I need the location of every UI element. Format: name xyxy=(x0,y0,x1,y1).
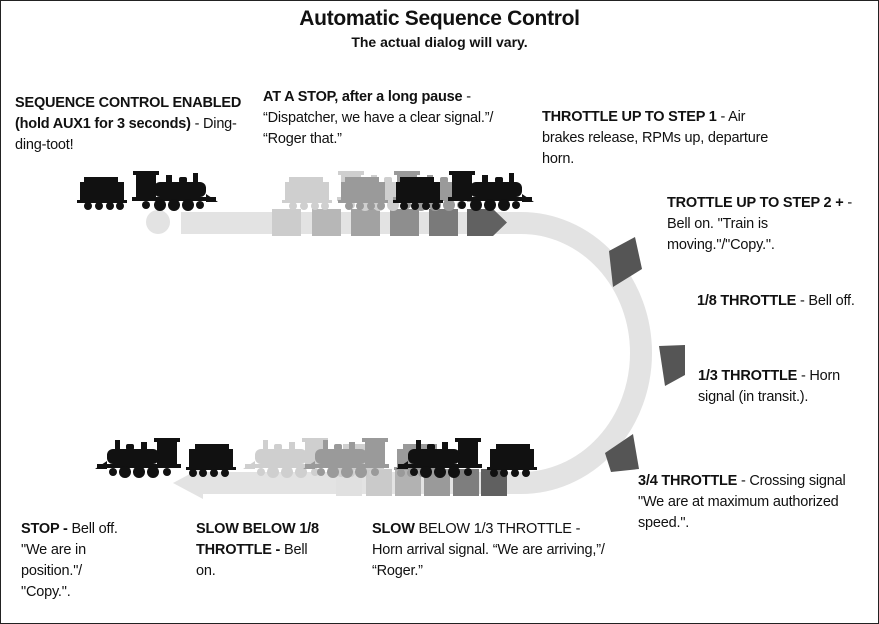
start-dot xyxy=(146,210,170,234)
step-third-throttle: 1/3 THROTTLE - Horn signal (in transit.)… xyxy=(698,368,841,406)
accel-blocks xyxy=(272,209,507,236)
loco-stop xyxy=(95,438,236,478)
step-slow-below-third: SLOW BELOW 1/3 THROTTLE - Horn arrival s… xyxy=(372,521,605,580)
track-path xyxy=(181,212,652,494)
curve-arrows xyxy=(605,237,685,472)
loco-arrive xyxy=(396,438,537,478)
end-arrow xyxy=(173,467,203,499)
step-throttle-1: THROTTLE UP TO STEP 1 - Air brakes relea… xyxy=(542,109,769,168)
step-eighth-throttle: 1/8 THROTTLE - Bell off. xyxy=(697,293,855,309)
step-three-quarter-throttle: 3/4 THROTTLE - Crossing signal "We are a… xyxy=(638,473,846,532)
step-throttle-2: TROTTLE UP TO STEP 2 + - Bell on. "Train… xyxy=(667,195,852,254)
step-stop-pause: AT A STOP, after a long pause - “Dispatc… xyxy=(263,89,494,148)
diagram-title: Automatic Sequence Control xyxy=(299,7,580,30)
step-stop: STOP - Bell off. "We are in position."/ … xyxy=(21,521,118,601)
step-slow-below-eighth: SLOW BELOW 1/8 THROTTLE - Bell on. xyxy=(196,521,319,580)
loco-start xyxy=(77,171,218,211)
diagram-subtitle: The actual dialog will vary. xyxy=(351,34,528,50)
step-sequence-enable: SEQUENCE CONTROL ENABLED (hold AUX1 for … xyxy=(15,95,242,154)
loco-depart xyxy=(393,171,534,211)
